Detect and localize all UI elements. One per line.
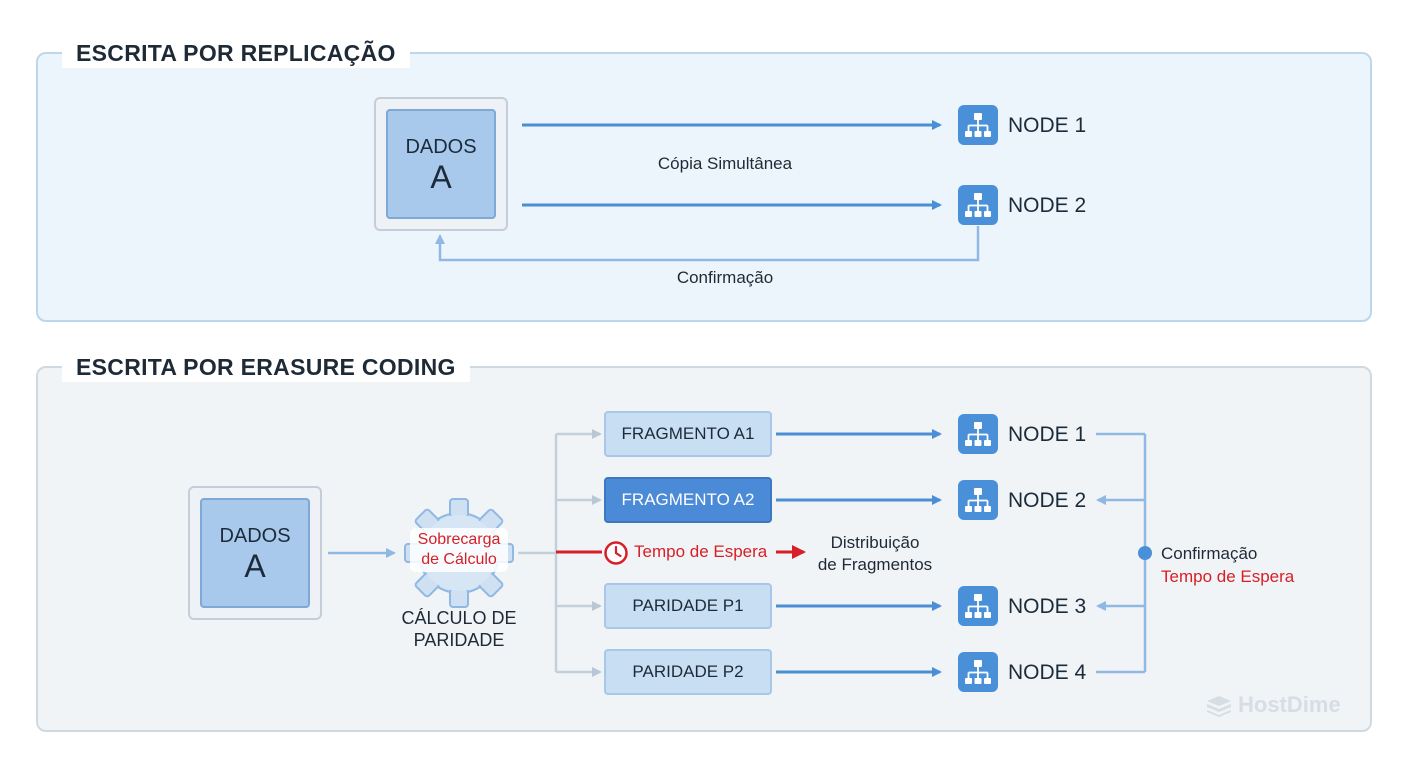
erasure-coding-title: ESCRITA POR ERASURE CODING [62, 352, 470, 382]
data-block-letter: A [430, 159, 452, 195]
gear-icon [404, 498, 514, 608]
clock-icon [604, 541, 628, 565]
data-block-letter: A [244, 548, 266, 584]
hostdime-logo [1207, 696, 1231, 717]
erasure-confirm-wait-label: Tempo de Espera [1161, 567, 1295, 586]
network-node-icon [958, 586, 998, 626]
replication-data-block: DADOS A [374, 97, 508, 231]
distribution-line-1: Distribuição [830, 533, 920, 552]
brand-watermark: HostDime [1238, 692, 1341, 717]
data-block-label: DADOS [405, 136, 477, 158]
wait-time-label: Tempo de Espera [634, 542, 768, 561]
erasure-node-1-label: NODE 1 [1008, 423, 1087, 446]
replication-data-inner: DADOS A [386, 109, 496, 219]
fragment-a2: FRAGMENTO A2 [604, 477, 772, 523]
copy-simultaneous-label: Cópia Simultânea [657, 154, 793, 173]
erasure-node-2-label: NODE 2 [1008, 489, 1087, 512]
network-node-icon [958, 414, 998, 454]
replication-panel [36, 52, 1372, 322]
parity-calc-line-2: PARIDADE [413, 630, 505, 650]
network-node-icon [958, 652, 998, 692]
replication-node-2-label: NODE 2 [1008, 194, 1087, 217]
replication-node-1-label: NODE 1 [1008, 114, 1087, 137]
fragment-a1: FRAGMENTO A1 [604, 411, 772, 457]
gear-label-line-1: Sobrecarga [417, 531, 501, 548]
parity-p1: PARIDADE P1 [604, 583, 772, 629]
erasure-node-3-label: NODE 3 [1008, 595, 1087, 618]
distribution-line-2: de Fragmentos [817, 555, 933, 574]
network-node-icon [958, 105, 998, 145]
parity-p2: PARIDADE P2 [604, 649, 772, 695]
erasure-node-4-label: NODE 4 [1008, 661, 1087, 684]
confirm-return-arrow [435, 226, 980, 262]
confirm-junction-dot [1138, 546, 1152, 560]
gear-label-line-2: de Cálculo [421, 551, 497, 568]
network-node-icon [958, 185, 998, 225]
network-node-icon [958, 480, 998, 520]
data-block-label: DADOS [219, 525, 291, 547]
replication-title: ESCRITA POR REPLICAÇÃO [62, 38, 410, 68]
replication-confirm-label: Confirmação [676, 268, 774, 287]
erasure-data-block: DADOS A [188, 486, 322, 620]
erasure-data-inner: DADOS A [200, 498, 310, 608]
parity-calc-line-1: CÁLCULO DE [401, 608, 517, 628]
erasure-confirm-label: Confirmação [1161, 544, 1258, 563]
